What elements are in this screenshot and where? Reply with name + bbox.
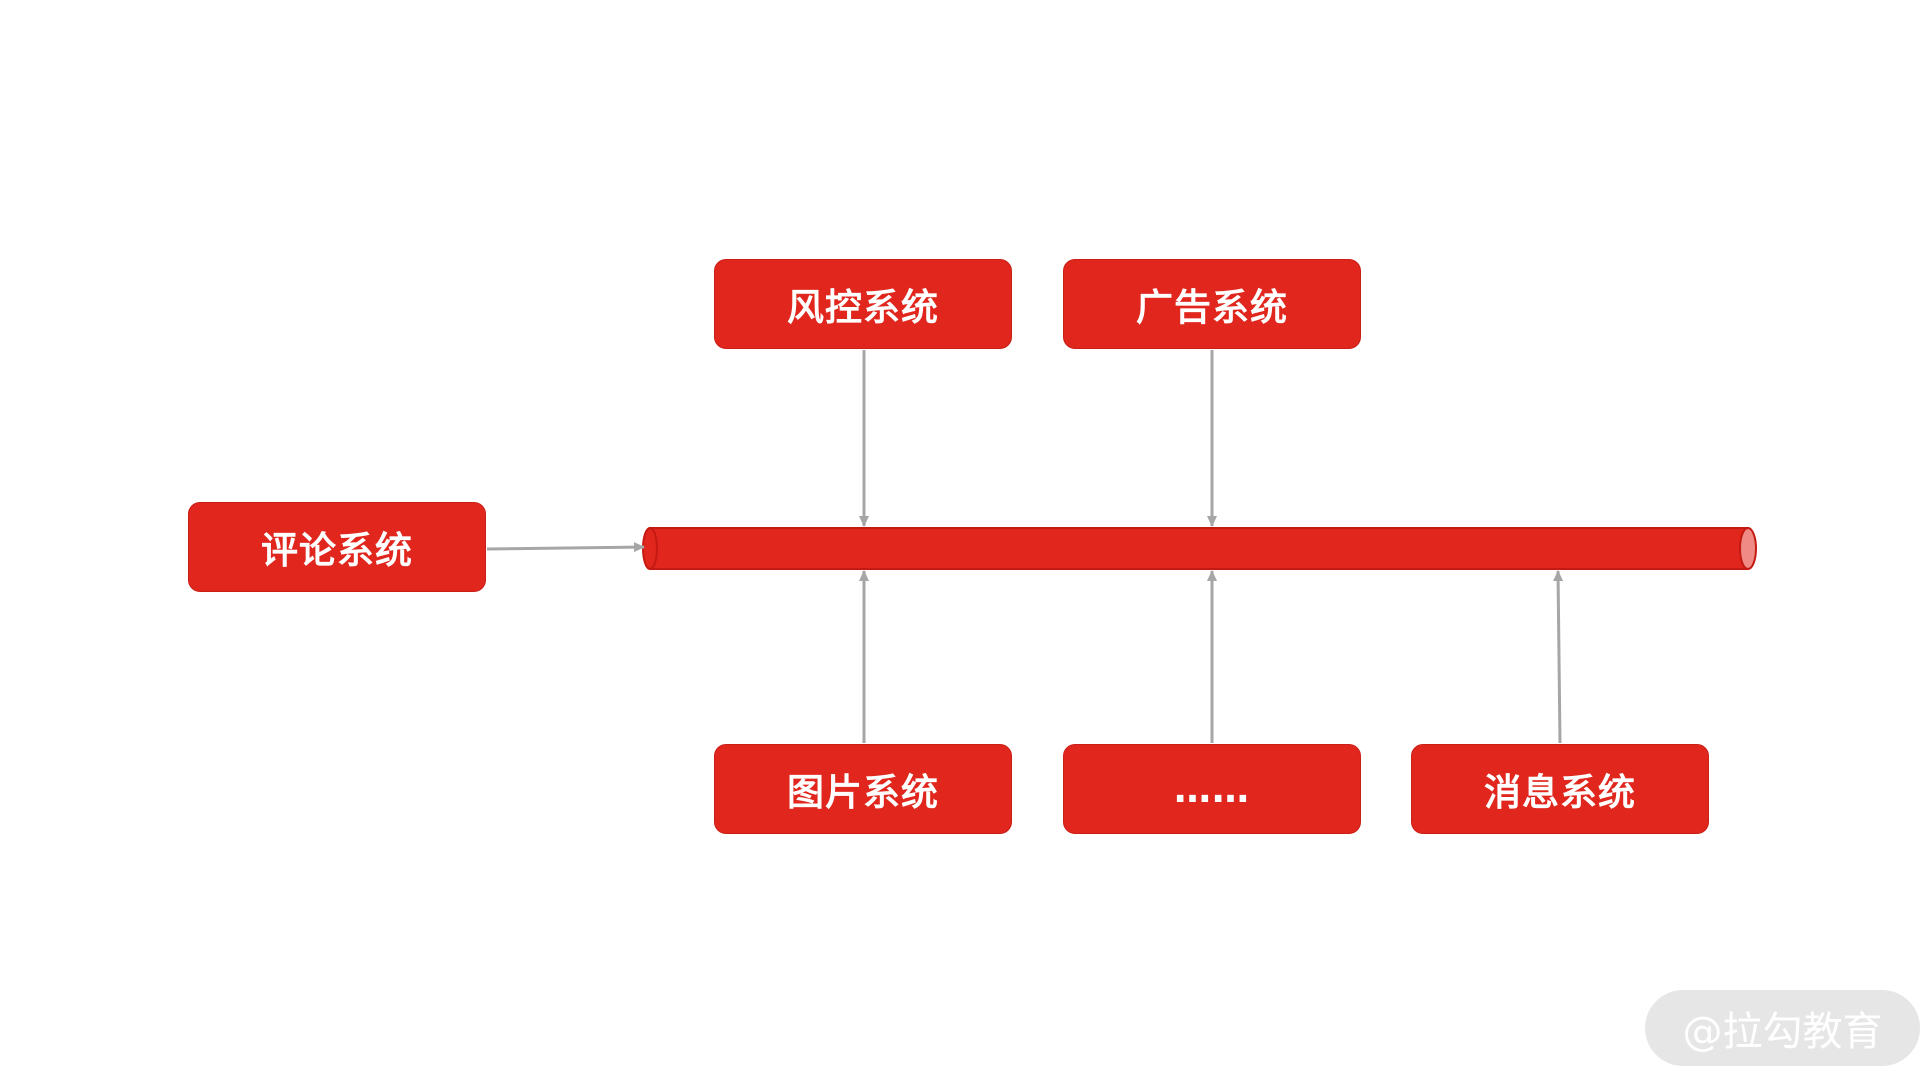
- node-ads-system: 广告系统: [1063, 259, 1361, 349]
- node-more-systems: ……: [1063, 744, 1361, 834]
- node-message-system: 消息系统: [1411, 744, 1709, 834]
- message-bus-body: [649, 527, 1749, 570]
- node-comment-system: 评论系统: [188, 502, 486, 592]
- node-comment-label: 评论系统: [261, 529, 413, 572]
- node-message-label: 消息系统: [1484, 771, 1636, 814]
- arrow-comment-to-bus: [486, 542, 645, 553]
- node-image-system: 图片系统: [714, 744, 1012, 834]
- message-bus: [642, 527, 1757, 570]
- node-risk-label: 风控系统: [787, 286, 939, 329]
- message-bus-left-cap: [642, 527, 658, 570]
- node-image-label: 图片系统: [787, 771, 939, 814]
- node-risk-control-system: 风控系统: [714, 259, 1012, 349]
- node-more-label: ……: [1174, 767, 1250, 811]
- node-ads-label: 广告系统: [1136, 286, 1288, 329]
- watermark-text: @拉勾教育: [1682, 1009, 1883, 1055]
- watermark-badge: @拉勾教育: [1645, 990, 1920, 1066]
- message-bus-right-cap: [1739, 527, 1757, 570]
- arrow-message-to-bus: [1553, 570, 1564, 744]
